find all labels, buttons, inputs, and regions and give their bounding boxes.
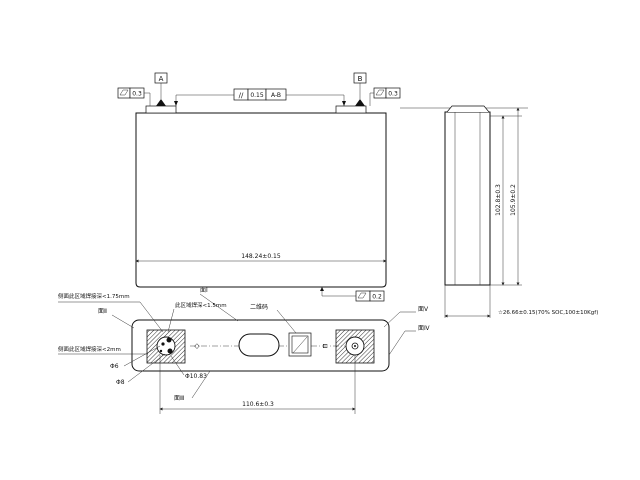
parallelism-value: 0.15 xyxy=(250,92,264,99)
flatness-bottom-value: 0.2 xyxy=(372,294,382,301)
front-view: A B 0.3 0.3 // 0.15 xyxy=(117,72,401,302)
face-3-label: 面Ⅲ xyxy=(174,395,184,402)
qr-code-label: 二维码 xyxy=(250,303,268,311)
parallelism-reference: A-B xyxy=(271,92,281,99)
flatness-frame-left: 0.3 xyxy=(117,87,151,106)
side-cell-top-cap xyxy=(446,105,490,113)
datum-b-box xyxy=(353,72,367,84)
negative-mark-icon: ⊏ xyxy=(322,342,328,350)
flatness-right-value: 0.3 xyxy=(388,91,398,98)
weld-side-note-2: 侧面此区域焊接深<2mm xyxy=(58,345,121,353)
hole-6-label: Φ6 xyxy=(110,363,119,370)
width-dimension-text: 148.24±0.15 xyxy=(241,253,281,260)
face-2-label: 面Ⅱ xyxy=(98,308,107,315)
thickness-dimension-text: ☆26.66±0.15(70% SOC,100±10Kgf) xyxy=(498,310,598,316)
datum-b-triangle xyxy=(355,99,365,106)
top-view: 二维码 ◇ ⊏ 面Ⅰ 侧面此区域焊接深<1.75mm 面Ⅱ 此区域焊深<1.5m… xyxy=(58,287,430,414)
datum-a-box xyxy=(154,72,168,84)
flatness-frame-right: 0.3 xyxy=(369,87,401,106)
flatness-frame-bottom: 0.2 xyxy=(320,287,385,302)
hole-distance-label: Φ10.83 xyxy=(185,373,207,380)
face-5-label: 面Ⅴ xyxy=(418,306,429,313)
front-terminal-right xyxy=(335,105,367,114)
weld-top-note: 此区域焊深<1.5mm xyxy=(175,301,227,309)
front-terminal-left xyxy=(145,105,177,114)
height-dimension-text-1: 102.8±0.3 xyxy=(495,184,502,216)
parallelism-frame: // 0.15 A-B xyxy=(174,88,346,106)
parallelism-symbol: // xyxy=(239,92,244,100)
flatness-left-value: 0.3 xyxy=(132,91,142,98)
height-dimension-text-2: 105.9±0.2 xyxy=(510,184,517,216)
positive-mark-icon: ◇ xyxy=(194,342,200,350)
hole-8-label: Φ8 xyxy=(116,379,125,386)
face-4-label: 面Ⅳ xyxy=(418,325,430,332)
datum-a-label: A xyxy=(159,75,164,83)
front-cell-outline xyxy=(135,112,387,288)
datum-a-triangle xyxy=(156,99,166,106)
safety-vent xyxy=(238,333,280,357)
weld-side-note: 侧面此区域焊接深<1.75mm xyxy=(58,292,130,300)
terminal-span-dimension-text: 110.6±0.3 xyxy=(242,401,274,408)
side-view: 102.8±0.3 105.9±0.2 ☆26.66±0.15(70% SOC,… xyxy=(400,105,598,318)
datum-b-label: B xyxy=(358,75,363,83)
side-cell-outline xyxy=(444,111,491,286)
face-1-label: 面Ⅰ xyxy=(200,287,208,294)
